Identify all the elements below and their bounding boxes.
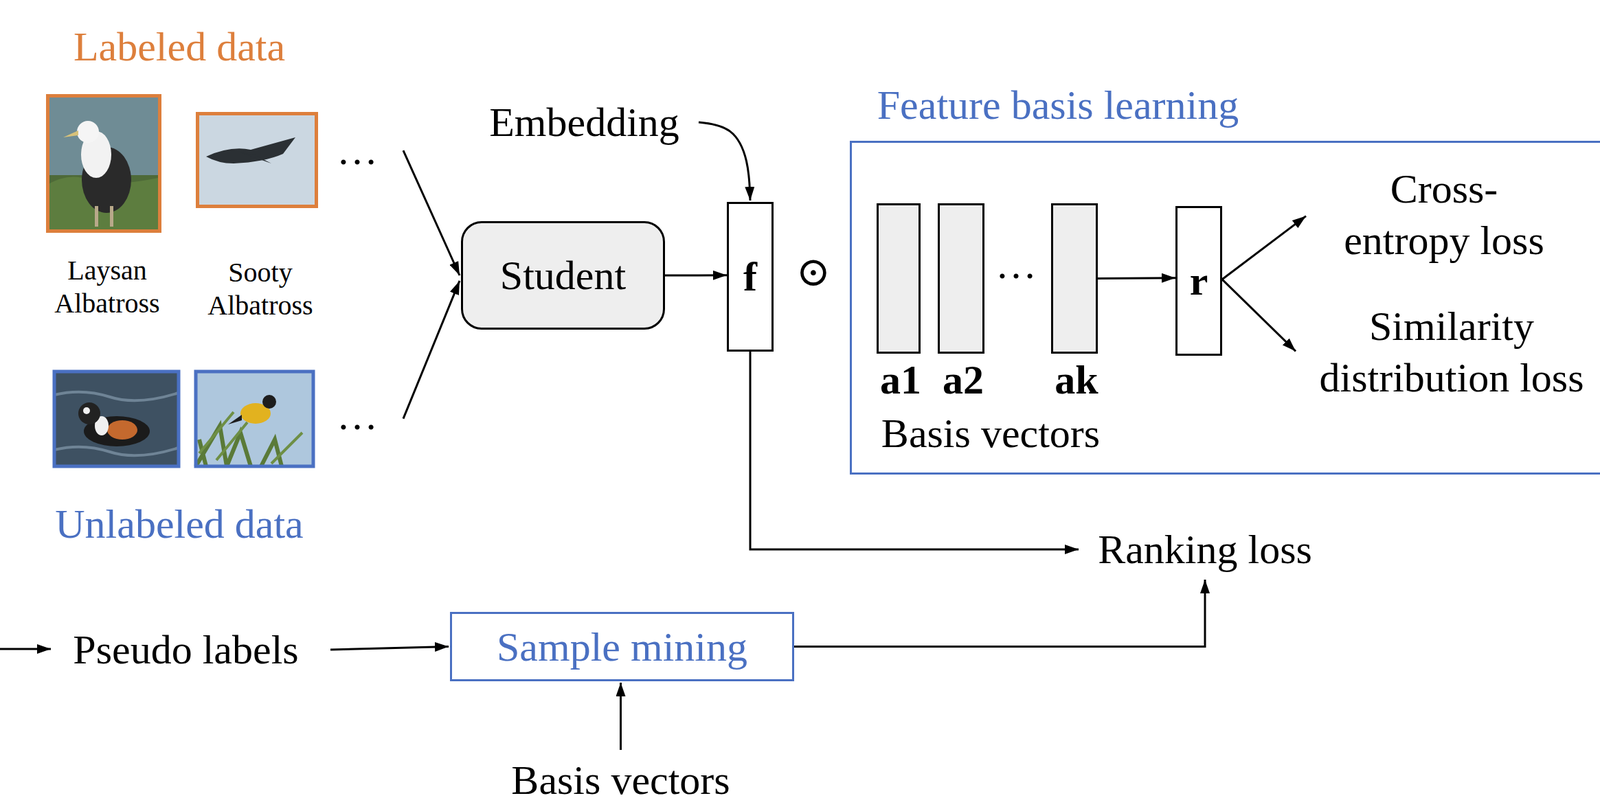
text-slot: Laysan Albatross xyxy=(38,254,176,321)
loss-node: Similarity distribution loss xyxy=(1305,298,1598,407)
bird-silhouette xyxy=(206,137,296,164)
connector-arrow xyxy=(794,579,1205,648)
node-text: Ranking loss xyxy=(1092,524,1318,575)
label-slot: Basis vectors xyxy=(853,408,1129,459)
bird-beak xyxy=(63,130,79,138)
bird-tail xyxy=(228,414,242,425)
bird-head xyxy=(76,120,99,143)
label-slot: … xyxy=(322,125,392,176)
photo-sooty xyxy=(195,111,319,209)
basis-vector: a2 xyxy=(937,203,985,354)
label-slot: … xyxy=(322,390,392,441)
connector-arrow xyxy=(619,682,622,751)
label-slot: … xyxy=(988,239,1044,290)
heading: Unlabeled data xyxy=(41,499,317,549)
text-slot: Labeled data xyxy=(41,21,317,72)
photo-sky xyxy=(46,94,162,233)
ellipsis: … xyxy=(322,125,392,176)
ellipsis: … xyxy=(322,390,392,441)
text-slot: a2 xyxy=(915,355,1012,405)
duck-head xyxy=(78,402,101,425)
node-text: Sample mining xyxy=(491,622,753,672)
duck-spot xyxy=(83,407,90,415)
node-text: Pseudo labels xyxy=(67,625,304,675)
photo-frame: Sooty Albatross xyxy=(195,111,319,209)
node-caption: ak xyxy=(1028,355,1125,405)
photo-frame xyxy=(195,371,314,467)
photo-water xyxy=(54,371,179,467)
node-text: r xyxy=(1184,256,1214,306)
water-ripple xyxy=(54,392,179,402)
connector-arrow xyxy=(698,122,751,201)
process-box: Sample mining xyxy=(449,612,795,682)
photo-sky xyxy=(195,111,319,209)
input-arrow xyxy=(0,648,51,651)
text-slot: Unlabeled data xyxy=(41,499,317,549)
bird-wing xyxy=(240,152,272,164)
text-slot: a1 xyxy=(852,355,949,405)
node-text: Cross- entropy loss xyxy=(1328,163,1560,267)
node-text: f xyxy=(737,252,763,302)
hadamard-operator: ⊙ xyxy=(785,247,841,297)
text-slot: Sooty Albatross xyxy=(191,256,330,323)
connector-arrow xyxy=(1222,216,1306,280)
connector-arrow xyxy=(1097,276,1176,280)
ellipsis: … xyxy=(988,239,1044,290)
process-box: Student xyxy=(460,221,666,330)
water-ripple xyxy=(54,447,179,457)
node-caption: Laysan Albatross xyxy=(38,254,176,321)
bird-head xyxy=(262,395,277,409)
basis-caption: Basis vectors xyxy=(853,408,1129,459)
text-slot: ak xyxy=(1028,355,1125,405)
node-caption: a1 xyxy=(852,355,949,405)
node-text: Embedding xyxy=(483,97,685,148)
photo-frame: Laysan Albatross xyxy=(46,94,162,233)
loss-node: Cross- entropy loss xyxy=(1328,160,1560,270)
heading: Labeled data xyxy=(41,21,317,72)
node-caption: Sooty Albatross xyxy=(191,256,330,323)
photo-frame xyxy=(54,371,179,467)
bird-leg xyxy=(94,206,99,227)
loss-node: Ranking loss xyxy=(1086,522,1324,578)
text-node: Pseudo labels xyxy=(61,622,310,678)
basis-vector: a1 xyxy=(876,203,921,354)
connector-arrow xyxy=(403,280,460,420)
node-text: Similarity distribution loss xyxy=(1305,300,1598,404)
text-node: Embedding xyxy=(478,94,691,150)
data-group: Unlabeled data xyxy=(40,357,398,550)
node-caption: a2 xyxy=(915,355,1012,405)
heading: Feature basis learning xyxy=(851,80,1265,130)
photo-sky xyxy=(195,371,314,467)
photo-unlabeled-duck xyxy=(54,371,179,467)
connector-arrow xyxy=(1222,279,1296,352)
photo-laysan xyxy=(46,94,162,233)
node-text: Basis vectors xyxy=(505,755,736,806)
duck-flank xyxy=(107,420,138,440)
connector-arrow xyxy=(665,274,727,277)
connector-arrow xyxy=(330,647,449,651)
connector-arrow xyxy=(403,150,460,276)
feature-vector: f xyxy=(726,201,774,352)
bird-leg xyxy=(109,206,114,227)
text-slot: Feature basis learning xyxy=(851,80,1265,130)
feature-vector: r xyxy=(1175,206,1223,356)
label-slot: ⊙ xyxy=(785,247,841,297)
node-text: Student xyxy=(494,250,632,301)
basis-vector: ak xyxy=(1051,203,1098,354)
photo-unlabeled-oriole xyxy=(195,371,314,467)
text-node: Basis vectors xyxy=(500,752,742,808)
